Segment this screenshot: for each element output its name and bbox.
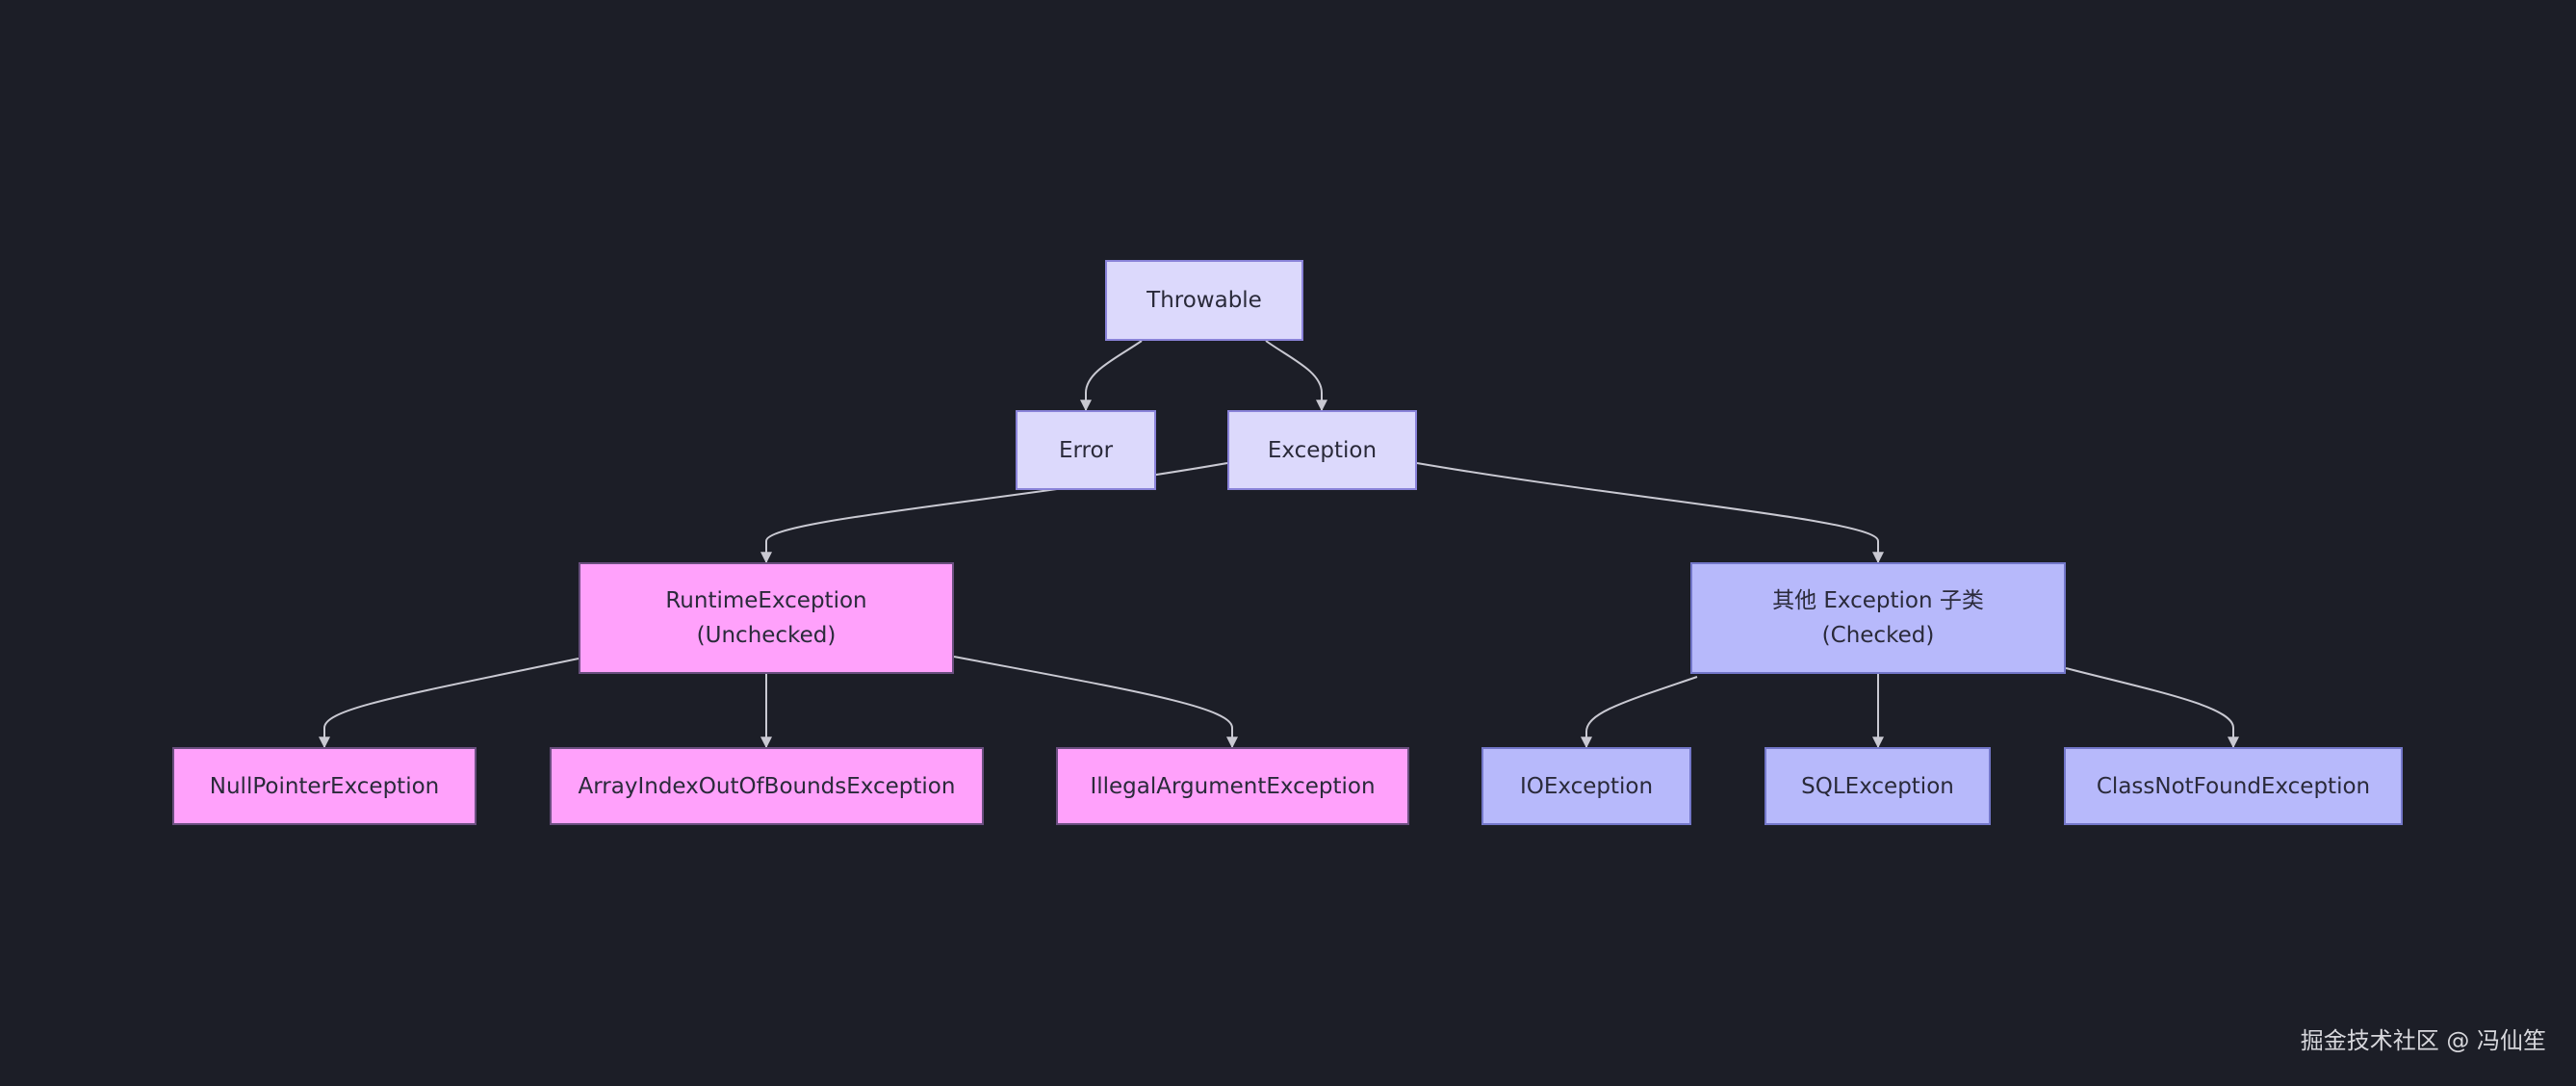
- watermark: 掘金技术社区 @ 冯仙笙: [2300, 1027, 2546, 1054]
- node-other-exceptions-subtitle: (Checked): [1821, 623, 1935, 648]
- edge-exception-other: [1416, 462, 1884, 564]
- node-throwable-label: Throwable: [1146, 288, 1262, 313]
- node-other-exceptions-title: 其他 Exception 子类: [1772, 588, 1984, 613]
- edge-runtime-npe: [319, 658, 580, 749]
- node-null-pointer-exception: NullPointerException: [172, 747, 477, 825]
- node-error-label: Error: [1058, 437, 1114, 463]
- edge-other-cnfe: [2065, 667, 2239, 749]
- node-illegal-argument-exception: IllegalArgumentException: [1056, 747, 1409, 825]
- node-sql-exception: SQLException: [1765, 747, 1991, 825]
- node-runtime-exception-title: RuntimeException: [665, 588, 867, 613]
- node-null-pointer-exception-label: NullPointerException: [209, 773, 440, 799]
- node-throwable: Throwable: [1105, 260, 1303, 341]
- node-array-index-out-of-bounds-exception: ArrayIndexOutOfBoundsException: [550, 747, 984, 825]
- edge-throwable-exception: [1265, 340, 1327, 412]
- node-exception: Exception: [1227, 410, 1417, 490]
- node-io-exception: IOException: [1481, 747, 1691, 825]
- node-illegal-argument-exception-label: IllegalArgumentException: [1090, 773, 1376, 799]
- node-runtime-exception-subtitle: (Unchecked): [696, 623, 837, 648]
- edge-runtime-iae: [953, 656, 1238, 749]
- node-other-exceptions: 其他 Exception 子类 (Checked): [1690, 562, 2066, 674]
- node-error: Error: [1016, 410, 1156, 490]
- node-io-exception-label: IOException: [1519, 773, 1654, 799]
- node-sql-exception-label: SQLException: [1801, 773, 1954, 799]
- edge-other-ioe: [1581, 676, 1698, 749]
- node-class-not-found-exception: ClassNotFoundException: [2064, 747, 2403, 825]
- edge-throwable-error: [1080, 340, 1143, 412]
- edge-exception-runtime: [760, 462, 1228, 564]
- node-array-index-out-of-bounds-exception-label: ArrayIndexOutOfBoundsException: [578, 773, 956, 799]
- node-class-not-found-exception-label: ClassNotFoundException: [2096, 773, 2371, 799]
- node-exception-label: Exception: [1267, 437, 1378, 463]
- node-runtime-exception: RuntimeException (Unchecked): [579, 562, 954, 674]
